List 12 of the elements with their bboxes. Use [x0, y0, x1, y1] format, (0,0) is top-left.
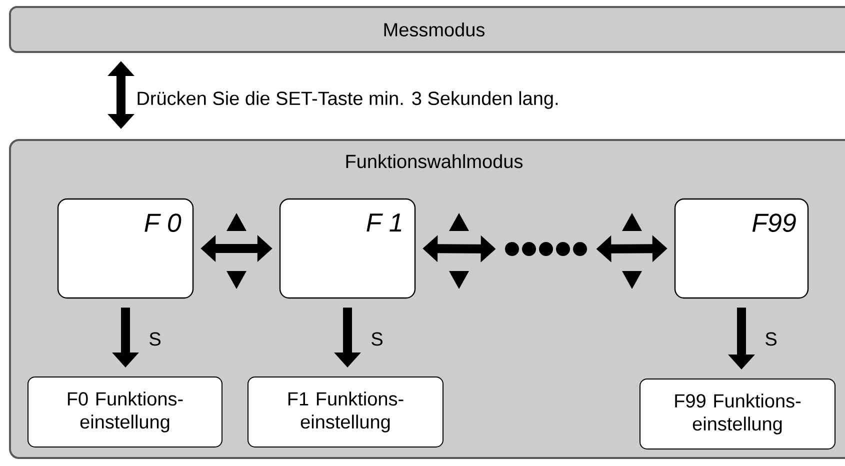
lcd-display: F 1 [279, 198, 416, 299]
edge-label: S [372, 332, 382, 346]
setting-box: F1 Funktions-einstellung [248, 376, 444, 448]
edge-label: Drücken Sie die SET-Taste min. 3 Sekunden lang. [138, 91, 558, 109]
setting-box: F99 Funktions-einstellung [640, 378, 836, 450]
edge-label: S [766, 332, 776, 346]
lcd-display: F 0 [57, 198, 194, 299]
edge-label: S [150, 332, 160, 346]
lcd-display: F99 [674, 198, 809, 299]
dots-drawing [505, 242, 587, 256]
setting-box: F0 Funktions-einstellung [28, 376, 222, 448]
mode-band: Messmodus [9, 6, 845, 53]
